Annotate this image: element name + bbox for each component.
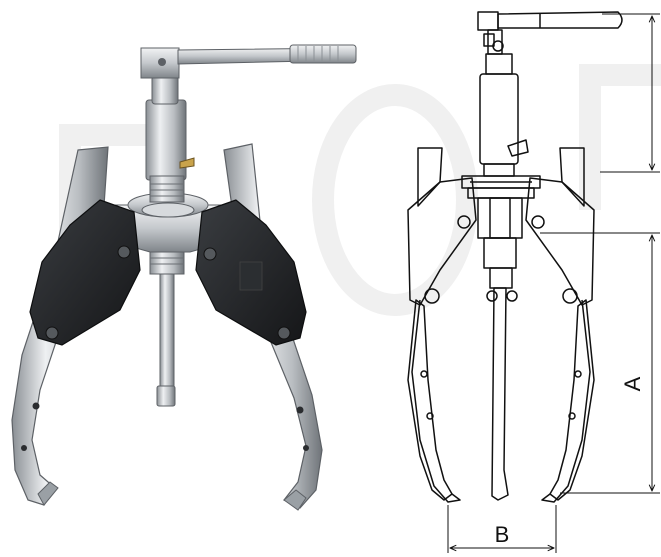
pump-handle — [140, 44, 357, 79]
drawing-left-arm — [407, 147, 477, 503]
technical-drawing — [407, 11, 623, 503]
dimension-b-label: B — [495, 522, 510, 547]
hydraulic-cylinder — [145, 75, 195, 203]
dimension-lines — [447, 13, 660, 553]
drawing-yoke — [461, 175, 541, 289]
spindle — [149, 237, 185, 407]
puller-photo — [11, 44, 357, 511]
drawing-spindle — [486, 287, 518, 501]
drawing-cylinder — [479, 53, 529, 177]
drawing-handle — [477, 11, 623, 55]
drawing-right-arm — [525, 147, 595, 503]
left-arm-plate — [29, 199, 141, 346]
right-arm-plate — [195, 199, 307, 346]
dimension-a-label: A — [620, 376, 645, 391]
